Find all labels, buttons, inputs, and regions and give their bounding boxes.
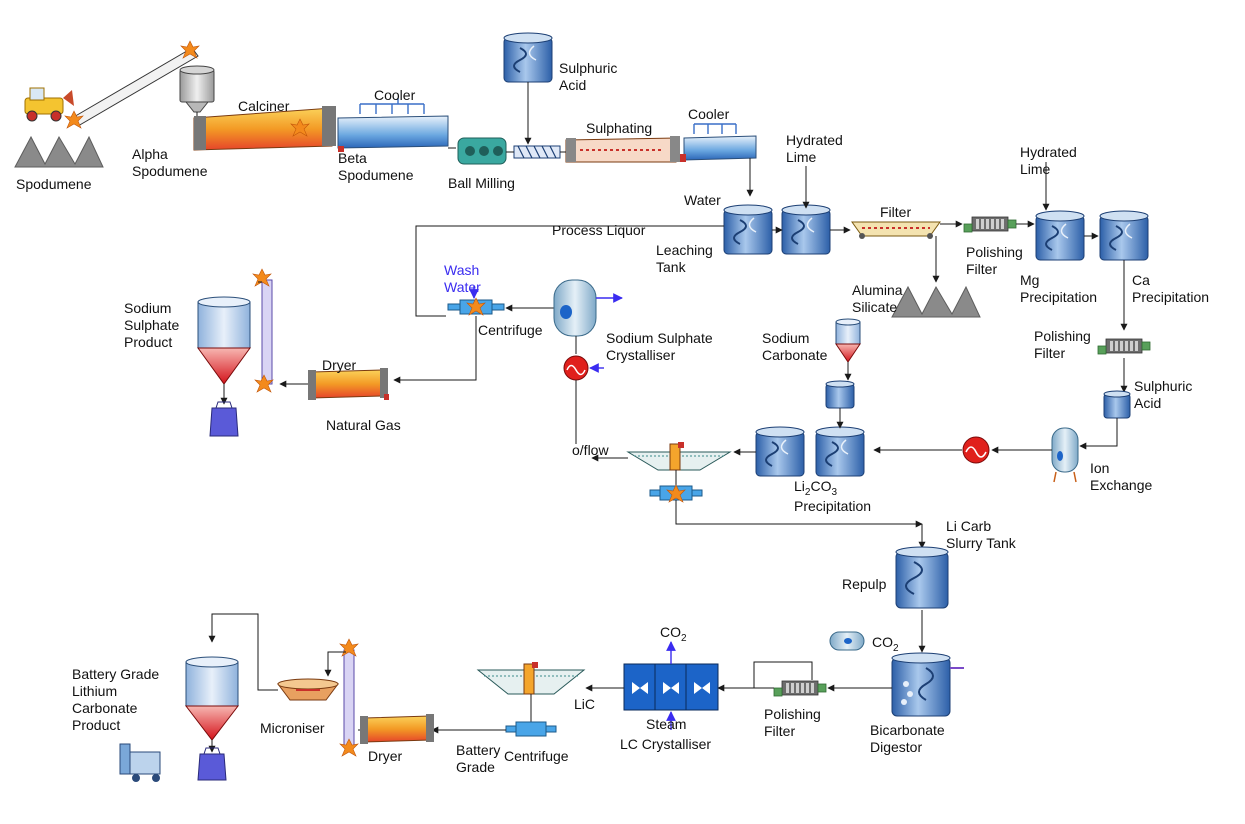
tank-icon <box>781 204 831 255</box>
screw-conveyor-icon <box>513 145 561 159</box>
alumina-silicate-label: Alumina Silicate <box>852 282 903 315</box>
kiln-icon <box>565 136 680 163</box>
thickener-icon <box>626 442 732 471</box>
bag-icon <box>197 747 227 781</box>
dryer-1-label: Dryer <box>322 357 357 373</box>
kiln-icon <box>308 368 389 400</box>
li-carb-slurry-tank-label: Li Carb Slurry Tank <box>946 518 1016 551</box>
forklift-icon <box>119 743 161 782</box>
precipitation-label: Precipitation <box>794 498 872 514</box>
centrifuge-icon <box>649 484 703 503</box>
tank-icon <box>1035 210 1085 261</box>
bucket-elevator-icon <box>339 638 359 757</box>
sodium-sulphate-crystalliser-label: Sodium Sulphate Crystalliser <box>606 330 713 363</box>
tank-icon <box>891 652 964 717</box>
thickener-icon <box>476 662 586 695</box>
leaching-tank-label: Leaching Tank <box>656 242 713 275</box>
press-filter-icon <box>963 216 1017 233</box>
lc-crystalliser-label: LC Crystalliser <box>620 736 712 752</box>
gas-bottle-icon <box>829 631 865 651</box>
column-icon <box>1051 427 1079 483</box>
micronizer-icon <box>277 678 339 701</box>
loader-truck-icon <box>24 87 74 122</box>
tank-icon <box>825 380 855 409</box>
hydrated-lime-2-label: Hydrated Lime <box>1020 144 1077 177</box>
filter-label: Filter <box>880 204 912 220</box>
cooler-icon <box>680 123 757 162</box>
ball-milling-label: Ball Milling <box>448 175 515 191</box>
ball-mill-icon <box>457 137 507 165</box>
bicarbonate-digestor-label: Bicarbonate Digestor <box>870 722 945 755</box>
crystalliser-icon <box>623 663 719 711</box>
ion-exchange-label: Ion Exchange <box>1090 460 1153 493</box>
bucket-elevator-icon <box>252 268 274 393</box>
natural-gas-label: Natural Gas <box>326 417 401 433</box>
cooler-1-label: Cooler <box>374 87 416 103</box>
stockpile-icon <box>891 286 981 318</box>
kiln-icon <box>360 714 434 744</box>
heat-exchanger-icon <box>563 355 589 381</box>
wash-water-label: Wash Water <box>444 262 481 295</box>
polishing-filter-2-label: Polishing Filter <box>1034 328 1091 361</box>
tank-icon <box>815 426 865 477</box>
process-liquor-label: Process Liquor <box>552 222 646 238</box>
centrifuge-2-label: Centrifuge <box>504 748 569 764</box>
belt-filter-icon <box>851 221 941 239</box>
stockpile-icon <box>14 136 104 168</box>
press-filter-icon <box>773 680 827 697</box>
tank-icon <box>1099 210 1149 261</box>
centrifuge-icon <box>447 297 505 316</box>
beta-spodumene-label: Beta Spodumene <box>338 150 414 183</box>
centrifuge-icon <box>505 721 557 737</box>
calciner-label: Calciner <box>238 98 290 114</box>
sodium-carbonate-label: Sodium Carbonate <box>762 330 828 363</box>
kiln-icon <box>193 106 336 151</box>
centrifuge-1-label: Centrifuge <box>478 322 543 338</box>
bag-icon <box>209 401 239 437</box>
hopper-icon <box>179 65 215 113</box>
tank-icon <box>1103 390 1131 419</box>
polishing-filter-1-label: Polishing Filter <box>966 244 1023 277</box>
micronise-label: Microniser <box>260 720 325 736</box>
silo-icon <box>835 318 861 363</box>
li2co3-label: Li2CO3 <box>794 478 838 498</box>
steam-label: Steam <box>646 716 687 732</box>
tank-icon <box>503 32 553 83</box>
hydrated-lime-1-label: Hydrated Lime <box>786 132 843 165</box>
conveyor-icon <box>64 40 200 129</box>
co2-crystalliser-label: CO2 <box>660 624 687 644</box>
ca-precipitation-label: Ca Precipitation <box>1132 272 1210 305</box>
press-filter-icon <box>1097 338 1151 355</box>
tank-icon <box>723 204 773 255</box>
battery-grade-label: Battery Grade <box>456 742 501 775</box>
cooler-icon <box>337 98 449 152</box>
dryer-2-label: Dryer <box>368 748 403 764</box>
co2-digestor-label: CO2 <box>872 634 899 654</box>
alpha-spodumene-label: Alpha Spodumene <box>132 146 208 179</box>
mg-precipitation-label: Mg Precipitation <box>1020 272 1098 305</box>
sulphating-label: Sulphating <box>586 120 653 136</box>
tank-icon <box>755 426 805 477</box>
sulphuric-acid-right-label: Sulphuric Acid <box>1134 378 1193 411</box>
tank-icon <box>895 546 949 609</box>
silo-icon <box>197 296 251 385</box>
polishing-filter-3-label: Polishing Filter <box>764 706 821 739</box>
battery-grade-product-label: Battery Grade Lithium Carbonate Product <box>72 666 160 733</box>
spodumene-label: Spodumene <box>16 176 92 192</box>
heat-exchanger-icon <box>962 436 990 464</box>
lic-label: LiC <box>574 696 596 712</box>
repulp-label: Repulp <box>842 576 887 592</box>
cooler-2-label: Cooler <box>688 106 730 122</box>
sulphuric-acid-top-label: Sulphuric Acid <box>559 60 618 93</box>
silo-icon <box>184 656 240 741</box>
oflow-label: o/flow <box>572 442 609 458</box>
sodium-sulphate-product-label: Sodium Sulphate Product <box>124 300 180 350</box>
column-icon <box>553 279 597 337</box>
water-label: Water <box>684 192 721 208</box>
